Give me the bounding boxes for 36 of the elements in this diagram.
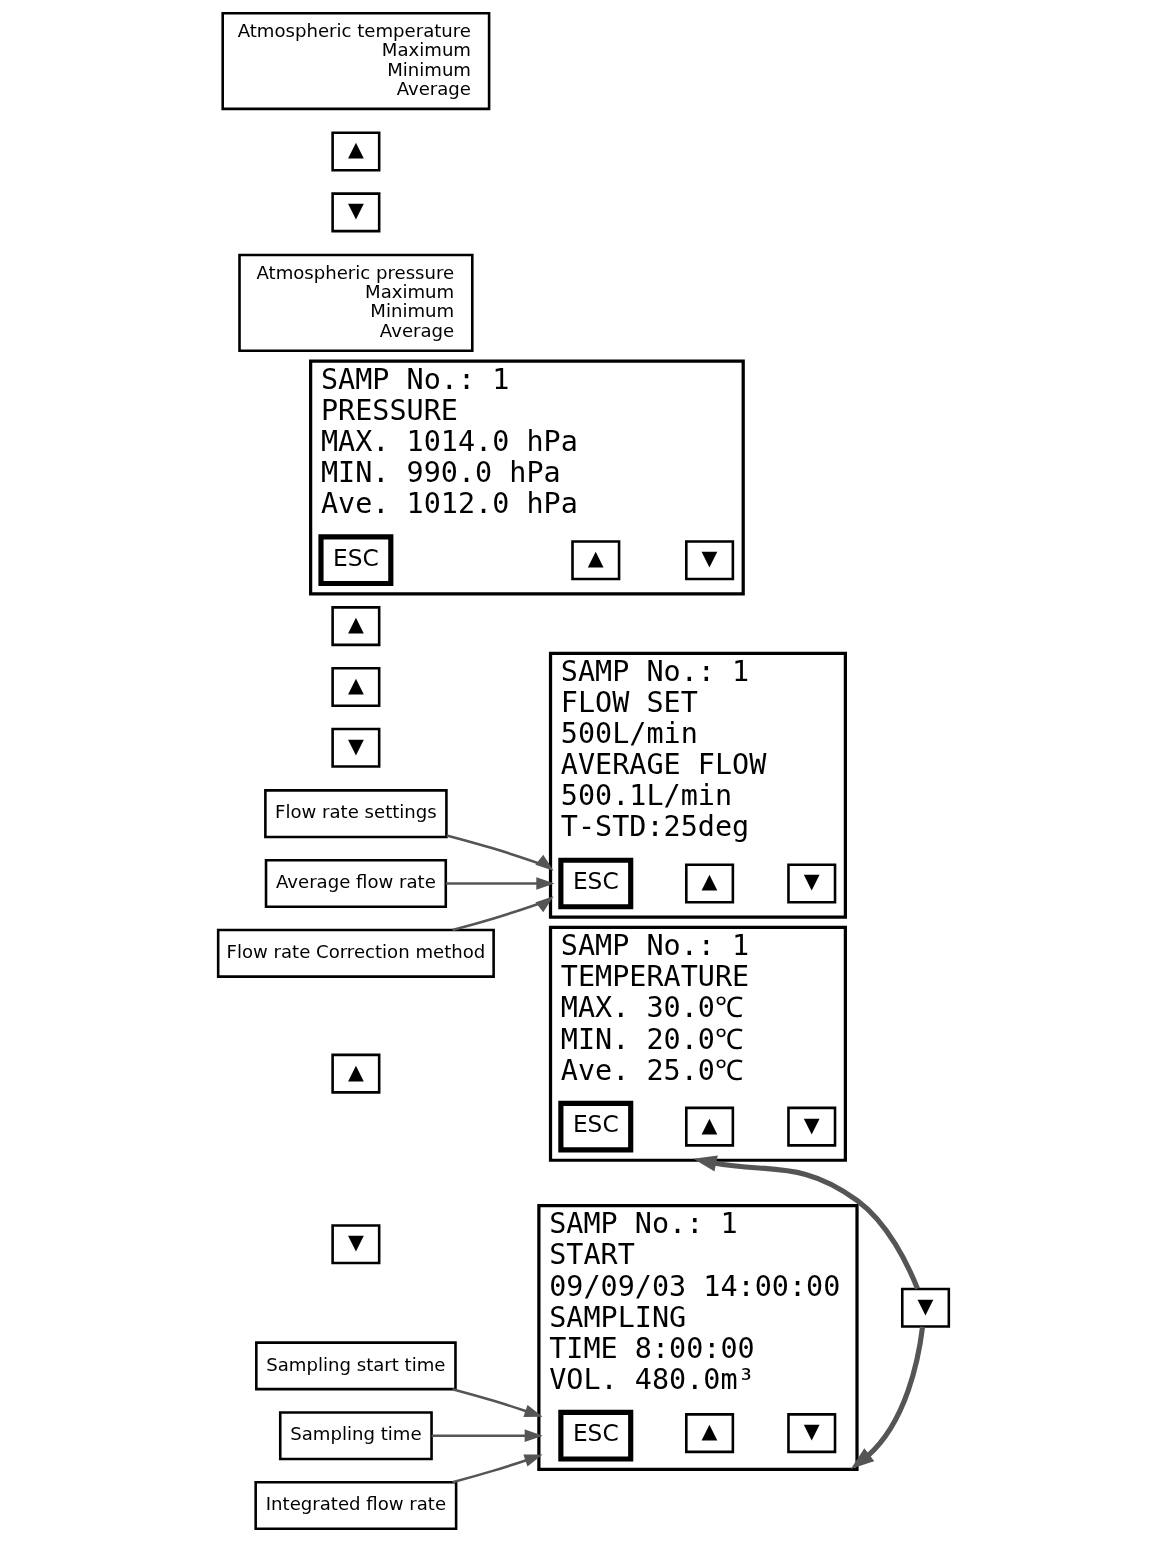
node-box: Sampling start time [255, 1341, 457, 1391]
node-box: ▼ [900, 1287, 951, 1328]
node-box: Integrated flow rate [254, 1480, 458, 1531]
node-box: Sampling time [278, 1411, 433, 1461]
node-box: Atmospheric temperature Maximum Minimum Average [221, 11, 491, 111]
node-box: ▲ [685, 1413, 735, 1454]
node-box: ▲ [685, 863, 735, 904]
node-box: ▼ [331, 727, 381, 768]
node-box: ▼ [787, 1413, 837, 1454]
arrow [452, 1454, 543, 1484]
node-box: ▲ [331, 666, 381, 707]
arrow [445, 877, 555, 890]
node-box: ▲ [331, 606, 381, 647]
node-box: ▼ [331, 1224, 381, 1265]
node-box: ▲ [331, 131, 381, 172]
arrow [452, 896, 554, 932]
node-box: ▲ [685, 1106, 735, 1147]
node-box: ESC [558, 857, 634, 910]
node-box: ▼ [787, 863, 837, 904]
arrow [693, 1155, 920, 1290]
node-box: Average flow rate [264, 858, 448, 909]
node-box: ESC [318, 534, 394, 587]
arrow [446, 834, 554, 871]
node-box: ▼ [787, 1106, 837, 1147]
node-box: ▼ [331, 192, 381, 233]
node-box: ▼ [685, 540, 735, 581]
node-box: Atmospheric pressure Maximum Minimum Average [238, 253, 474, 352]
arrow [431, 1429, 543, 1443]
node-box: Flow rate settings [264, 789, 448, 839]
node-box: ▲ [331, 1053, 381, 1094]
node-box: Flow rate Correction method [216, 928, 495, 978]
node-box: ESC [558, 1409, 634, 1462]
arrow [452, 1387, 543, 1417]
node-box: ▲ [571, 540, 621, 581]
node-box: ESC [558, 1100, 634, 1153]
arrow [850, 1326, 926, 1469]
